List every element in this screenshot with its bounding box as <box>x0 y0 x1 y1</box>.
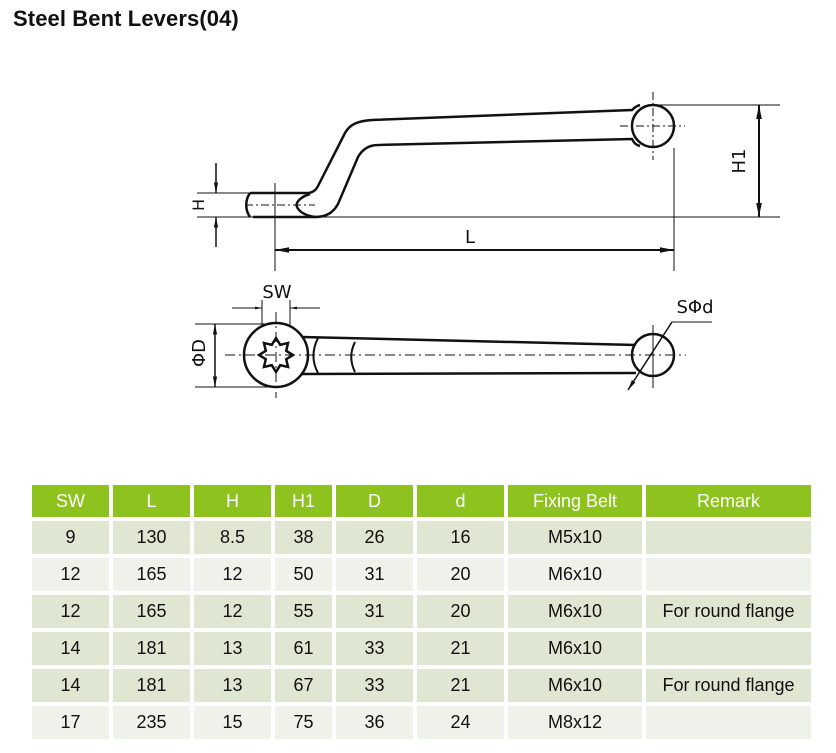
cell-d-outer: 33 <box>336 669 413 702</box>
cell-fixing-belt: M5x10 <box>508 521 642 554</box>
cell-h: 13 <box>194 632 271 665</box>
cell-l: 165 <box>113 558 190 591</box>
column-header-l: L <box>113 485 190 517</box>
socket-tip <box>295 192 317 219</box>
cell-d-ball: 20 <box>417 558 504 591</box>
column-header-h1: H1 <box>275 485 332 517</box>
cell-d-ball: 16 <box>417 521 504 554</box>
cell-l: 235 <box>113 706 190 739</box>
lever-body-outline <box>245 103 641 219</box>
cell-d-outer: 33 <box>336 632 413 665</box>
cell-sw: 9 <box>32 521 109 554</box>
cell-h: 13 <box>194 669 271 702</box>
table-header-row: SW L H H1 D d Fixing Belt Remark <box>32 485 811 517</box>
cell-remark <box>646 706 811 739</box>
cell-l: 165 <box>113 595 190 628</box>
page-title: Steel Bent Levers(04) <box>13 6 239 31</box>
cell-d-outer: 26 <box>336 521 413 554</box>
sd-leader-line <box>627 321 673 391</box>
handle-outline <box>301 335 637 376</box>
cell-fixing-belt: M6x10 <box>508 558 642 591</box>
cell-fixing-belt: M6x10 <box>508 632 642 665</box>
handle-arc-2 <box>350 341 356 373</box>
column-header-remark: Remark <box>646 485 811 517</box>
column-header-h: H <box>194 485 271 517</box>
column-header-d-ball: d <box>417 485 504 517</box>
cell-d-ball: 21 <box>417 632 504 665</box>
cell-d-outer: 31 <box>336 558 413 591</box>
cell-l: 181 <box>113 632 190 665</box>
cell-sw: 14 <box>32 632 109 665</box>
dimension-label-l: L <box>465 227 475 248</box>
cell-remark <box>646 558 811 591</box>
dimension-label-sw: SW <box>262 282 291 303</box>
cell-d-ball: 24 <box>417 706 504 739</box>
cell-sw: 17 <box>32 706 109 739</box>
dimension-label-h: H <box>189 199 208 211</box>
dimension-label-s-phi-d: SΦd <box>676 297 713 318</box>
cell-d-ball: 21 <box>417 669 504 702</box>
cell-sw: 12 <box>32 558 109 591</box>
side-view <box>197 92 780 271</box>
handle-arc-1 <box>312 337 319 374</box>
cell-h1: 75 <box>275 706 332 739</box>
column-header-d-outer: D <box>336 485 413 517</box>
cell-sw: 12 <box>32 595 109 628</box>
cell-fixing-belt: M6x10 <box>508 669 642 702</box>
cell-d-outer: 31 <box>336 595 413 628</box>
cell-h: 8.5 <box>194 521 271 554</box>
dimension-label-h1: H1 <box>729 149 750 174</box>
cell-h: 12 <box>194 595 271 628</box>
cell-h1: 67 <box>275 669 332 702</box>
lever-technical-drawing: H L H1 SW ΦD SΦd <box>189 92 780 398</box>
cell-l: 130 <box>113 521 190 554</box>
cell-h: 15 <box>194 706 271 739</box>
cell-remark: For round flange <box>646 669 811 702</box>
column-header-fixing-belt: Fixing Belt <box>508 485 642 517</box>
cell-sw: 14 <box>32 669 109 702</box>
top-view <box>195 300 712 398</box>
cell-h1: 61 <box>275 632 332 665</box>
cell-l: 181 <box>113 669 190 702</box>
cell-h1: 55 <box>275 595 332 628</box>
dimension-label-phi-d: ΦD <box>189 339 210 367</box>
column-header-sw: SW <box>32 485 109 517</box>
cell-d-outer: 36 <box>336 706 413 739</box>
cell-remark <box>646 632 811 665</box>
cell-h1: 50 <box>275 558 332 591</box>
cell-remark: For round flange <box>646 595 811 628</box>
cell-h1: 38 <box>275 521 332 554</box>
cell-h: 12 <box>194 558 271 591</box>
cell-fixing-belt: M6x10 <box>508 595 642 628</box>
cell-fixing-belt: M8x12 <box>508 706 642 739</box>
cell-remark <box>646 521 811 554</box>
cell-d-ball: 20 <box>417 595 504 628</box>
